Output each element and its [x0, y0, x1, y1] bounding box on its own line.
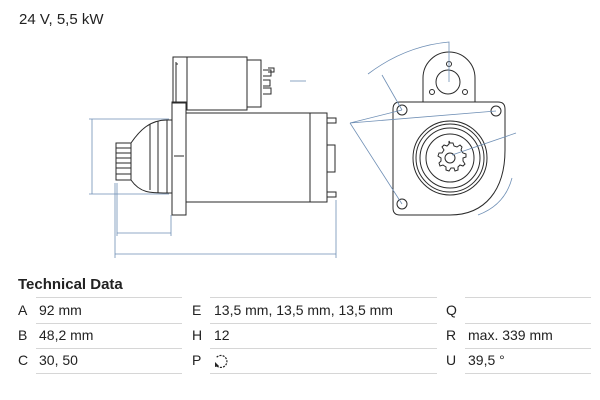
side-view [115, 56, 337, 216]
solenoid-rear [247, 59, 262, 108]
spec-value: 13,5 mm, 13,5 mm, 13,5 mm [214, 302, 393, 318]
divider [465, 297, 591, 298]
spec-value: max. 339 mm [468, 327, 553, 343]
divider [36, 297, 182, 298]
spec-key: U [446, 352, 457, 368]
motor-body [185, 112, 311, 203]
end-cap [309, 112, 328, 203]
divider [36, 373, 182, 374]
spec-key: A [18, 302, 28, 318]
flange [171, 101, 187, 216]
divider [210, 297, 437, 298]
spec-key: H [192, 327, 203, 343]
product-title: 24 V, 5,5 kW [19, 11, 104, 28]
dimension-lines [89, 41, 517, 258]
spec-key: B [18, 327, 28, 343]
spec-key: Q [446, 302, 457, 318]
divider [210, 373, 437, 374]
starter-motor-drawing [89, 41, 517, 258]
technical-data-title: Technical Data [18, 276, 123, 293]
spec-value: 39,5 ° [468, 352, 505, 368]
front-plate [392, 101, 506, 216]
rotation-counterclockwise-icon [215, 354, 228, 369]
divider [210, 348, 437, 349]
pinion [115, 142, 132, 181]
divider [210, 323, 437, 324]
divider [36, 323, 182, 324]
spec-key: R [446, 327, 457, 343]
gear [437, 140, 467, 172]
solenoid-cap [172, 56, 188, 104]
spec-value: 92 mm [39, 302, 82, 318]
spec-key: P [192, 352, 202, 368]
nose-cone [130, 119, 168, 194]
divider [465, 348, 591, 349]
spec-value: 30, 50 [39, 352, 78, 368]
divider [465, 323, 591, 324]
solenoid-body [186, 56, 248, 111]
divider [36, 348, 182, 349]
divider [465, 373, 591, 374]
spec-key: C [18, 352, 29, 368]
front-view [392, 51, 506, 216]
spec-value: 12 [214, 327, 230, 343]
spec-value: 48,2 mm [39, 327, 94, 343]
spec-key: E [192, 302, 202, 318]
